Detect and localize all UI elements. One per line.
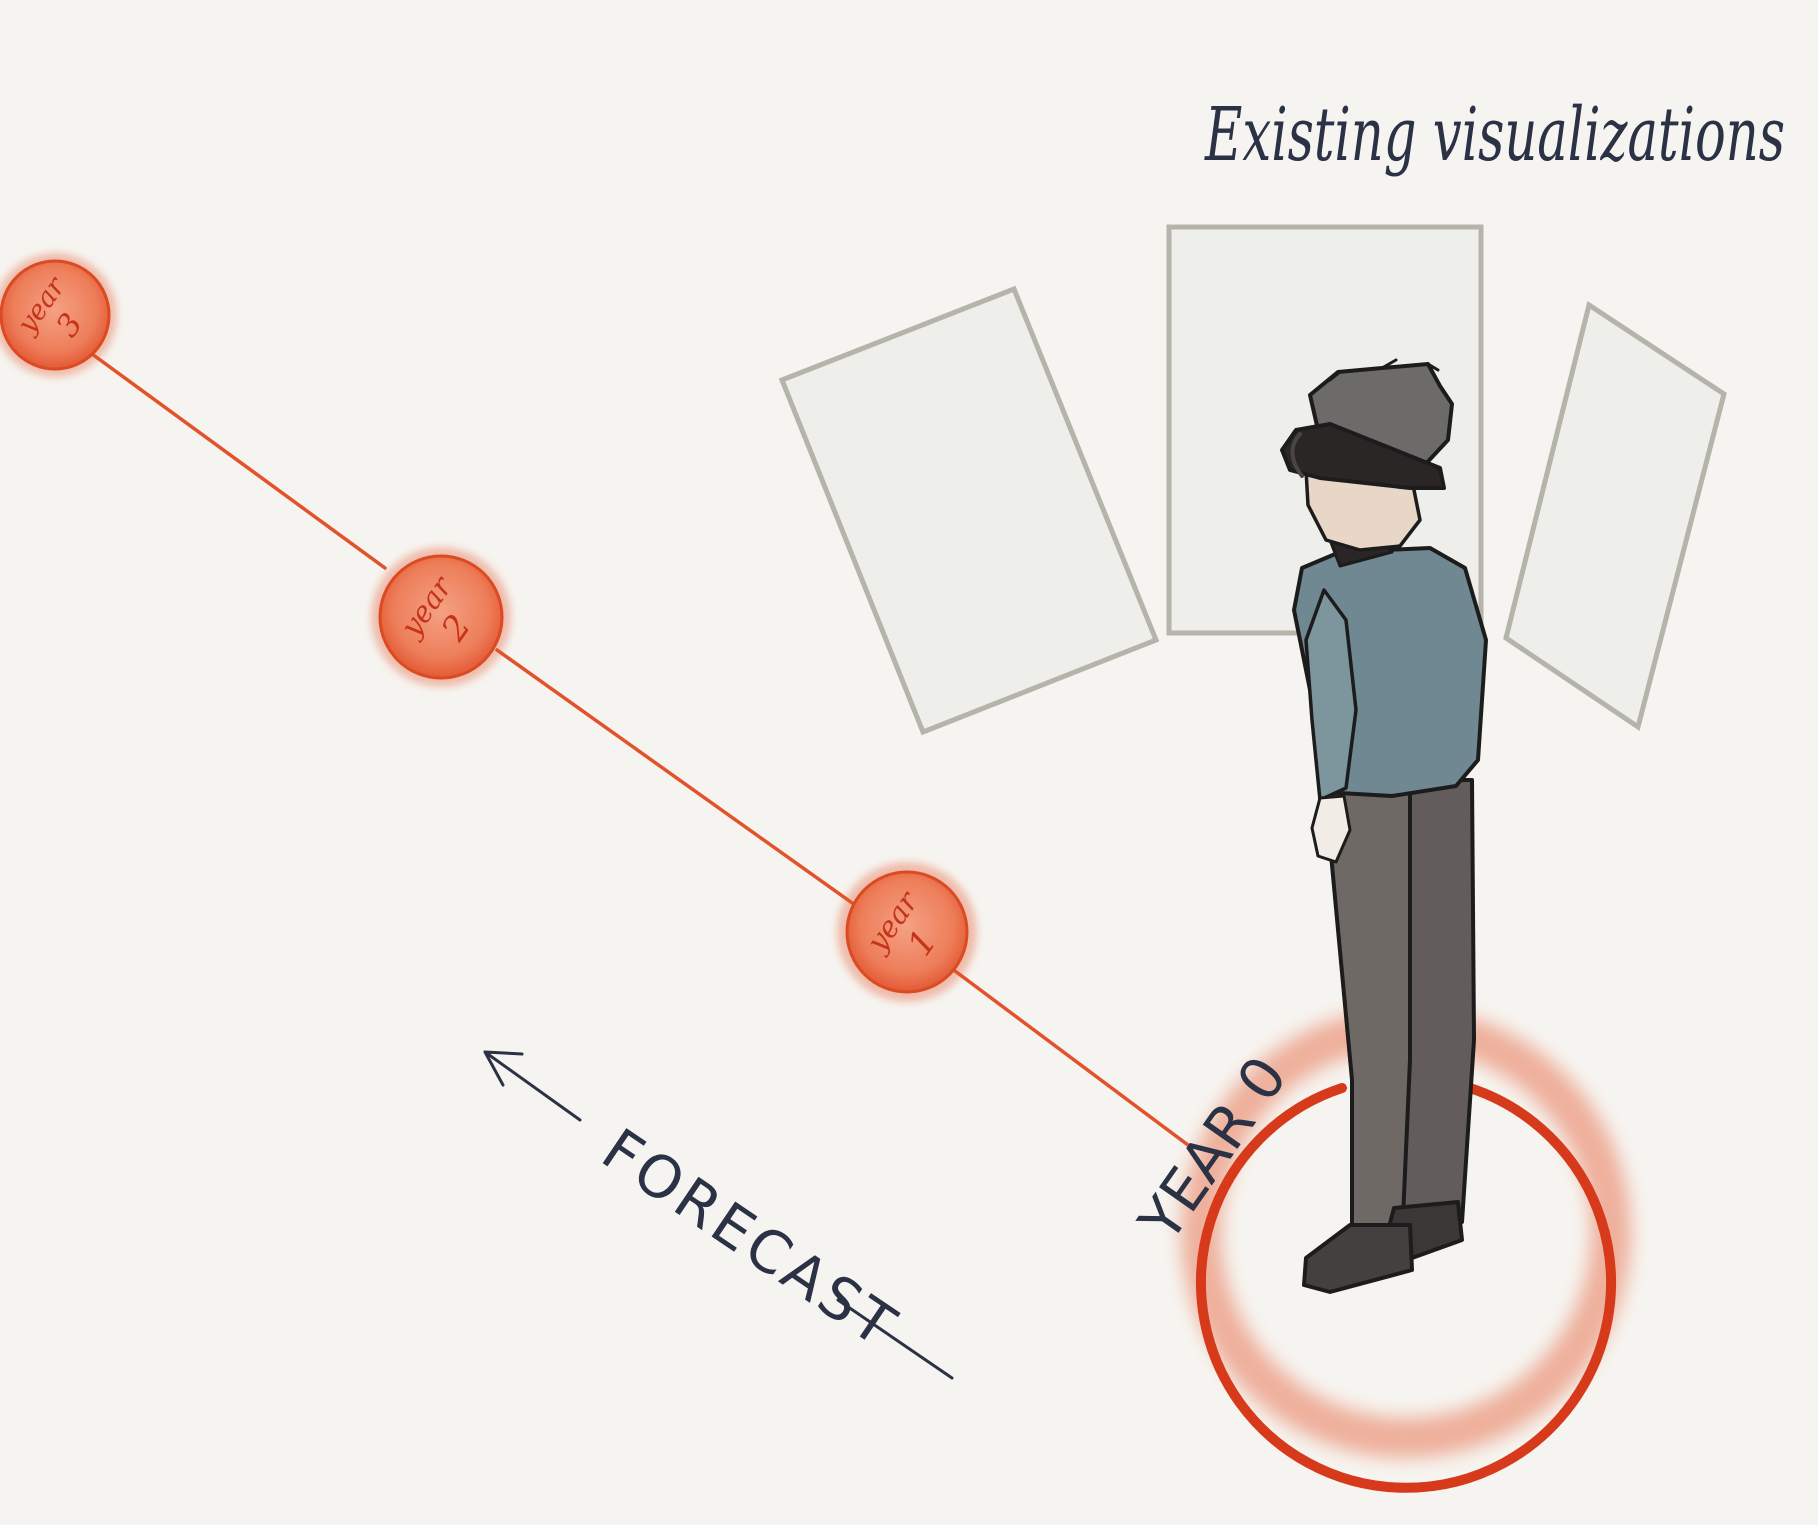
forecast-label: FORECAST bbox=[590, 1115, 910, 1362]
visualization-panels bbox=[778, 224, 1727, 736]
path-segment-1-0 bbox=[953, 969, 1194, 1150]
path-segment-3-2 bbox=[90, 352, 387, 570]
person-with-vr-headset-icon bbox=[1280, 358, 1488, 1294]
year-marker-1: year 1 bbox=[837, 862, 977, 1002]
title: Existing visualizations bbox=[1204, 92, 1785, 178]
arrow-left-icon bbox=[483, 1050, 582, 1122]
visualization-panel-left bbox=[778, 285, 1160, 736]
year-marker-3: year 3 bbox=[0, 253, 117, 377]
forecast-arrow-tail bbox=[836, 1298, 954, 1380]
forecast-arrow: FORECAST bbox=[483, 1050, 954, 1380]
path-segment-2-1 bbox=[495, 648, 857, 907]
year-marker-2: year 2 bbox=[371, 547, 511, 687]
visualization-panel-right bbox=[1503, 300, 1727, 732]
forecast-path bbox=[90, 352, 1194, 1150]
